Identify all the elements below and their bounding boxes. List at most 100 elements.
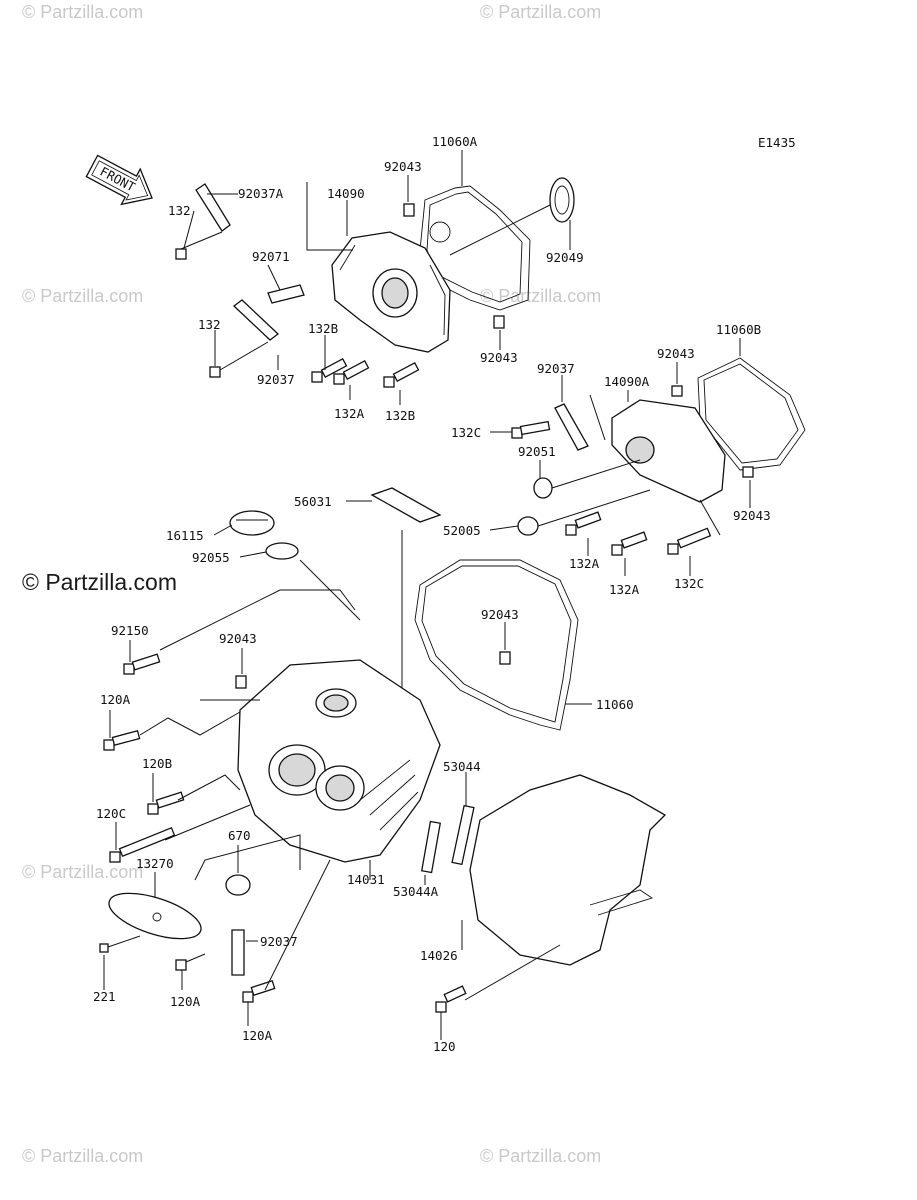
label-14090a: 14090A [604,374,650,389]
label-92043-f: 92043 [481,607,519,622]
bolt-120b [147,791,185,815]
label-92043-b: 92043 [480,350,518,365]
label-670: 670 [228,828,251,843]
bolt-120a-b [175,953,206,971]
watermark-top-left: © Partzilla.com [22,2,143,22]
label-92150: 92150 [111,623,149,638]
label-120a-b: 120A [170,994,201,1009]
label-56031 [370,487,442,523]
label-14031: 14031 [347,872,385,887]
bolt-132a-b [565,511,602,536]
label-92043-d: 92043 [733,508,771,523]
upper-cover-assembly [175,177,575,388]
watermark-bottom-right: © Partzilla.com [480,1146,601,1166]
cover-14026 [469,774,667,966]
label-92051: 92051 [518,444,556,459]
watermark-bottom-left: © Partzilla.com [22,1146,143,1166]
label-11060a: 11060A [432,134,478,149]
label-11060: 11060 [596,697,634,712]
label-14026: 14026 [420,948,458,963]
label-120c: 120C [96,806,126,821]
label-92071: 92071 [252,249,290,264]
label-92043-a: 92043 [384,159,422,174]
bolt-132b-a [311,357,348,383]
cover-14090a [611,399,726,503]
seal-92051 [533,477,553,499]
label-11060b: 11060B [716,322,761,337]
pin-53044a [420,820,442,874]
cap-16115 [229,510,275,536]
clutch-cover-assembly [99,487,667,1013]
bolt-120 [435,985,467,1013]
label-16115: 16115 [166,528,204,543]
dowel-92043-right-a [671,385,683,397]
seal-52005 [517,516,539,536]
part-labels: 11060A 92043 14090 92037A 132 92071 9204… [93,134,771,1054]
label-132b-a: 132B [308,321,338,336]
label-92037-a: 92037 [257,372,295,387]
dowel-92043-gasket [499,651,511,665]
bolt-132-a [175,231,223,260]
bolt-132a-a [333,359,370,385]
diagram-code: E1435 [758,135,796,150]
plate-92071 [267,284,305,304]
label-221: 221 [93,989,116,1004]
label-92055: 92055 [192,550,230,565]
label-52005: 52005 [443,523,481,538]
label-120: 120 [433,1039,456,1054]
label-56031: 56031 [294,494,332,509]
seal-92049 [549,177,575,223]
oring-670 [225,874,251,896]
clamp-92037-top [232,299,280,341]
clamp-92037-mid [554,403,589,451]
watermark-low-left: © Partzilla.com [22,862,143,882]
label-53044a: 53044A [393,884,439,899]
dowel-92043-right-b [742,466,754,478]
label-132b-b: 132B [385,408,415,423]
label-132c-b: 132C [674,576,704,591]
screw-221 [99,935,141,953]
watermark-main: © Partzilla.com [22,569,177,595]
label-132a-a: 132A [334,406,365,421]
dowel-92043-lower [235,675,247,689]
label-132c-a: 132C [451,425,481,440]
gasket-11060 [414,559,579,731]
watermark-top-right: © Partzilla.com [480,2,601,22]
label-132-a: 132 [168,203,191,218]
label-120a-c: 120A [242,1028,273,1043]
bolt-120a-c [242,979,276,1003]
cover-14031 [237,659,441,863]
clamp-92037a [195,183,231,232]
leader-lines [103,150,751,1040]
bolt-120a-a [103,729,141,751]
label-92037-c: 92037 [260,934,298,949]
dowel-92043-top [403,203,415,217]
bolt-132c-a [511,420,551,439]
label-14090: 14090 [327,186,365,201]
bolt-132-b [209,341,269,378]
label-53044: 53044 [443,759,481,774]
side-cover-assembly [511,357,806,556]
plate-13270 [108,892,202,940]
label-92043-e: 92043 [219,631,257,646]
bolt-120c [109,826,176,863]
watermarks: © Partzilla.com © Partzilla.com © Partzi… [22,2,601,1166]
bolt-132b-b [383,361,420,388]
watermark-mid-left: © Partzilla.com [22,286,143,306]
label-120b: 120B [142,756,172,771]
bolt-132c-b [667,527,712,555]
label-132a-c: 132A [609,582,640,597]
label-132a-b: 132A [569,556,600,571]
front-arrow-icon: FRONT [85,154,153,206]
label-120a-a: 120A [100,692,131,707]
label-13270: 13270 [136,856,174,871]
pin-53044 [451,804,475,866]
clamp-92037-lower [231,929,245,976]
label-92037-b: 92037 [537,361,575,376]
bolt-92150 [123,653,161,675]
dowel-92043-mid [493,315,505,329]
label-132-b: 132 [198,317,221,332]
oring-92055 [265,542,299,560]
